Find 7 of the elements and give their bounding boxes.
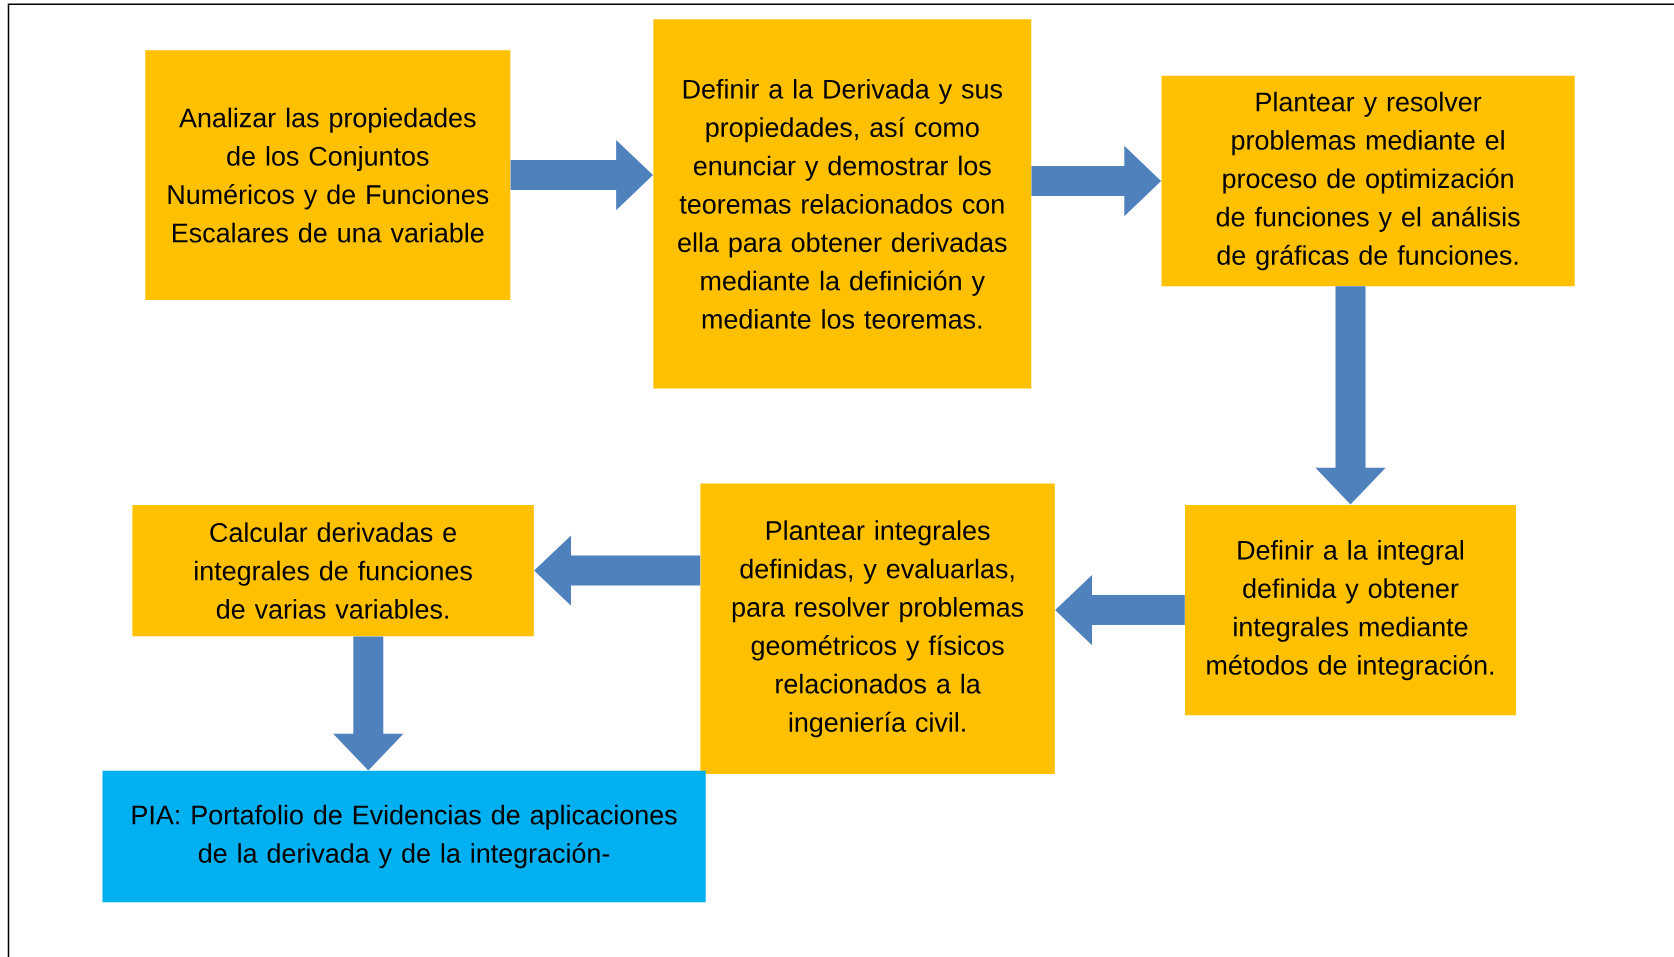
- process-box: Definir a la Derivada y sus propiedades, así como enunciar y demostrar los teoremas relacionados con ella para obtener derivadas mediante la definición y mediante los teoremas.: [653, 19, 1032, 389]
- process-box: Plantear y resolver problemas mediante el proceso de optimización de funciones y el análisis de gráficas de funciones.: [1161, 75, 1575, 287]
- process-box: PIA: Portafolio de Evidencias de aplicaciones de la derivada y de la integración-: [102, 770, 706, 903]
- process-box: Plantear integrales definidas, y evaluarlas, para resolver problemas geométricos y físicos relacionados a la ingeniería civil.: [700, 483, 1055, 774]
- process-box: Definir a la integral definida y obtener integrales mediante métodos de integración.: [1185, 504, 1516, 716]
- process-box: Calcular derivadas e integrales de funciones de varias variables.: [132, 504, 534, 637]
- process-box: Analizar las propiedades de los Conjuntos Numéricos y de Funciones Escalares de una variable: [145, 50, 511, 300]
